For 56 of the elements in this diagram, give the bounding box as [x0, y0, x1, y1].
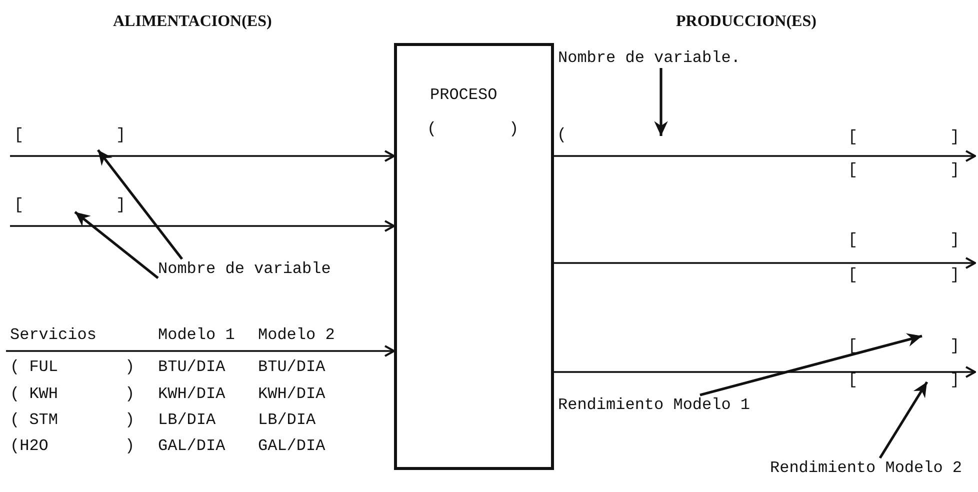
paren: ) [125, 358, 135, 376]
leader-line [74, 210, 159, 280]
arrow [554, 257, 976, 269]
arrow [10, 220, 395, 232]
paren: ) [509, 120, 519, 138]
section-heading: ALIMENTACION(ES) [113, 13, 272, 31]
service-code: ( FUL [10, 358, 58, 376]
service-code: (H2O [10, 437, 48, 455]
unit-label: KWH/DIA [258, 385, 326, 403]
section-heading: PRODUCCION(ES) [676, 13, 816, 31]
paren: ) [125, 385, 135, 403]
paren: ) [125, 437, 135, 455]
service-code: ( KWH [10, 385, 58, 403]
leader-line [878, 381, 928, 459]
yield-note: Rendimiento Modelo 2 [770, 459, 962, 477]
bracket: [ [14, 196, 24, 214]
leader-line [654, 68, 668, 136]
yield-note: Rendimiento Modelo 1 [558, 396, 750, 414]
bracket: [ [848, 231, 858, 249]
leader-line [700, 333, 922, 396]
unit-label: KWH/DIA [158, 385, 226, 403]
bracket: [ [848, 161, 858, 179]
unit-label: LB/DIA [158, 411, 216, 429]
unit-label: BTU/DIA [158, 358, 226, 376]
unit-label: GAL/DIA [258, 437, 326, 455]
variable-name-note: Nombre de variable [158, 260, 331, 278]
service-code: ( STM [10, 411, 58, 429]
bracket: ] [950, 337, 960, 355]
column-header: Modelo 2 [258, 326, 335, 344]
unit-label: LB/DIA [258, 411, 316, 429]
unit-label: GAL/DIA [158, 437, 226, 455]
bracket: [ [848, 128, 858, 146]
bracket: [ [848, 371, 858, 389]
bracket: ] [950, 128, 960, 146]
arrow [6, 345, 395, 357]
paren: ) [125, 411, 135, 429]
process-name: PROCESO [430, 86, 498, 104]
bracket: ] [950, 161, 960, 179]
column-header: Servicios [10, 326, 96, 344]
bracket: ] [950, 231, 960, 249]
arrow [554, 366, 976, 378]
arrow [10, 150, 395, 162]
paren: ( [427, 120, 437, 138]
paren: ( [557, 126, 567, 144]
unit-label: BTU/DIA [258, 358, 326, 376]
arrow [554, 150, 976, 162]
bracket: ] [116, 196, 126, 214]
leader-line [96, 149, 184, 260]
variable-name-note: Nombre de variable. [558, 49, 740, 67]
process-box [394, 43, 554, 470]
bracket: ] [950, 266, 960, 284]
bracket: [ [848, 266, 858, 284]
column-header: Modelo 1 [158, 326, 235, 344]
bracket: [ [14, 126, 24, 144]
bracket: ] [116, 126, 126, 144]
bracket: ] [950, 371, 960, 389]
